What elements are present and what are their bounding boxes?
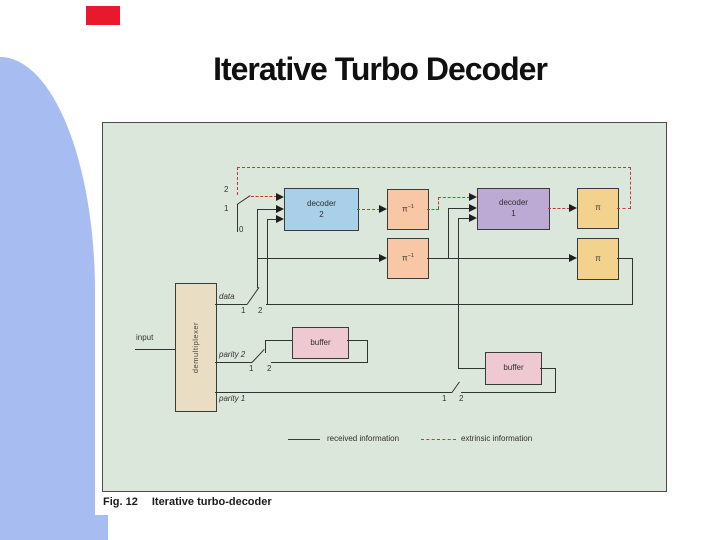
input-label: input	[136, 333, 154, 342]
top-switch-pos-1: 1	[224, 204, 229, 213]
received-wire	[271, 362, 367, 363]
pi-block-bottom: π	[577, 238, 619, 280]
legend-extrinsic-label: extrinsic information	[461, 434, 533, 443]
arrowhead-icon	[379, 254, 387, 262]
parity1-switch-pos-2: 2	[459, 394, 464, 403]
pi-inverse-label: π−1	[402, 203, 414, 214]
buffer-label: buffer	[310, 337, 331, 347]
arrowhead-icon	[569, 254, 577, 262]
arrowhead-icon	[569, 204, 577, 212]
received-wire	[257, 209, 277, 210]
received-wire	[347, 340, 367, 341]
pi-inverse-block-bottom: π−1	[387, 238, 429, 279]
buffer-block-right: buffer	[485, 352, 542, 385]
extrinsic-wire	[438, 197, 439, 209]
received-wire	[632, 258, 633, 305]
parity1-switch-pos-1: 1	[442, 394, 447, 403]
demultiplexer-label: demultiplexer	[190, 321, 200, 374]
figure-caption: Fig. 12 Iterative turbo-decoder	[103, 496, 272, 508]
arrowhead-icon	[469, 193, 477, 201]
decoder-2-label-line1: decoder	[307, 198, 336, 208]
received-wire	[265, 340, 292, 341]
figure-caption-title: Iterative turbo-decoder	[151, 496, 272, 508]
received-wire	[448, 208, 449, 259]
extrinsic-wire	[427, 209, 439, 210]
received-wire	[555, 368, 556, 393]
received-wire	[617, 258, 633, 259]
received-wire	[265, 340, 266, 353]
slide-title: Iterative Turbo Decoder	[213, 51, 548, 87]
extrinsic-wire	[237, 167, 238, 195]
received-wire	[215, 362, 252, 363]
received-wire	[267, 219, 277, 220]
top-switch-pos-0: 0	[239, 225, 244, 234]
data-switch-pos-1: 1	[241, 306, 246, 315]
background-curve-foot	[0, 515, 108, 540]
pi-inverse-label: π−1	[402, 252, 414, 263]
pi-block-top: π	[577, 188, 619, 229]
extrinsic-wire	[438, 197, 470, 198]
legend-received-label: received information	[327, 434, 400, 443]
parity1-label: parity 1	[219, 394, 246, 403]
background-curve-shape	[0, 57, 95, 540]
extrinsic-wire	[251, 196, 277, 197]
parity2-label: parity 2	[219, 350, 246, 359]
decoder-1-label-line1: decoder	[499, 198, 528, 208]
received-wire	[458, 368, 485, 369]
received-wire	[237, 204, 238, 232]
decoder-1-block: decoder 1	[477, 188, 550, 230]
received-wire	[215, 392, 452, 393]
data-switch-pos-2: 2	[258, 306, 263, 315]
buffer-label: buffer	[503, 363, 524, 373]
arrowhead-icon	[276, 193, 284, 201]
data-label: data	[219, 292, 235, 301]
legend-received-swatch	[288, 439, 320, 440]
extrinsic-wire	[630, 167, 631, 209]
received-wire	[461, 392, 555, 393]
arrowhead-icon	[379, 205, 387, 213]
demultiplexer-block: demultiplexer	[175, 283, 217, 412]
received-wire	[448, 208, 470, 209]
decoder-1-label-line2: 1	[511, 209, 516, 218]
pi-inverse-block-top: π−1	[387, 189, 429, 230]
received-wire	[135, 349, 175, 350]
received-wire	[427, 258, 569, 259]
parity2-switch-pos-2: 2	[267, 364, 272, 373]
buffer-block-left: buffer	[292, 327, 349, 359]
received-wire	[267, 219, 268, 305]
top-switch-pos-2: 2	[224, 185, 229, 194]
received-wire	[215, 304, 247, 305]
received-wire	[458, 218, 459, 369]
received-wire	[540, 368, 556, 369]
received-wire	[257, 258, 379, 259]
red-accent-bar	[86, 6, 120, 25]
pi-label: π	[595, 253, 601, 263]
legend-extrinsic-swatch	[421, 439, 456, 440]
pi-label: π	[595, 203, 601, 213]
extrinsic-wire	[617, 208, 631, 209]
received-wire	[266, 304, 632, 305]
arrowhead-icon	[469, 214, 477, 222]
decoder-2-label-line2: 2	[319, 209, 324, 219]
arrowhead-icon	[276, 215, 284, 223]
figure-caption-number: Fig. 12	[103, 496, 138, 508]
arrowhead-icon	[469, 204, 477, 212]
received-wire	[367, 340, 368, 363]
decoder-2-block: decoder 2	[284, 188, 359, 231]
parity2-switch-pos-1: 1	[249, 364, 254, 373]
extrinsic-wire	[548, 208, 570, 209]
extrinsic-wire	[357, 209, 380, 210]
received-wire	[458, 218, 470, 219]
received-wire	[257, 209, 258, 288]
extrinsic-wire	[237, 167, 631, 168]
arrowhead-icon	[276, 205, 284, 213]
